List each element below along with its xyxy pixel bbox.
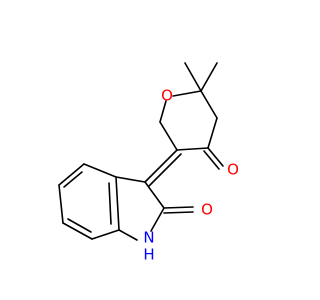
bond-benzene-3 bbox=[58, 163, 85, 186]
bond-benzene-4 bbox=[58, 184, 64, 224]
bond-gemdimethyl-ch2 bbox=[200, 90, 218, 119]
ketone-oxygen-label: O bbox=[227, 161, 239, 179]
bond-lactam-carbonyl-2 bbox=[163, 211, 194, 214]
bond-benzene-5 bbox=[62, 222, 93, 240]
bond-benzene-inner-3 bbox=[67, 218, 92, 233]
bond-ketone-carbonyl-2 bbox=[203, 150, 220, 170]
nitrogen-hydrogen-label: H bbox=[143, 246, 154, 264]
ring-oxygen-label: O bbox=[161, 87, 173, 105]
bond-benzene-1 bbox=[115, 176, 120, 231]
lactam-oxygen-label: O bbox=[201, 201, 213, 219]
bond-methyl-right bbox=[200, 62, 218, 92]
bond-lactam-carbonyl-1 bbox=[163, 206, 194, 209]
bond-benzene-inner-2 bbox=[63, 171, 83, 188]
molecule-structure: O O O N H bbox=[58, 62, 239, 264]
bond-ch2-carbonyl bbox=[207, 117, 218, 149]
bond-benzene-inner-1 bbox=[108, 182, 112, 225]
bond-exocyclic-alkene-1 bbox=[144, 149, 178, 183]
bond-o-c-gemdimethyl bbox=[172, 90, 202, 97]
bond-c3-c2 bbox=[144, 181, 165, 209]
bond-methyl-left bbox=[184, 62, 202, 92]
bond-c2-n bbox=[150, 207, 165, 232]
bond-exocyclic-alkene-2 bbox=[148, 153, 182, 187]
bond-c3-c3a bbox=[115, 176, 146, 183]
bond-benzene-6 bbox=[91, 229, 120, 240]
bond-ketone-carbonyl-1 bbox=[207, 147, 224, 167]
bond-alkene-carbon-ch2-o bbox=[159, 121, 178, 151]
bond-carbonyl-alkene-carbon bbox=[176, 147, 209, 151]
bond-ch2-o bbox=[159, 100, 167, 123]
bond-n-c7a bbox=[118, 229, 138, 241]
lactam-nitrogen-label: N bbox=[143, 229, 154, 247]
bond-benzene-2 bbox=[83, 163, 117, 178]
